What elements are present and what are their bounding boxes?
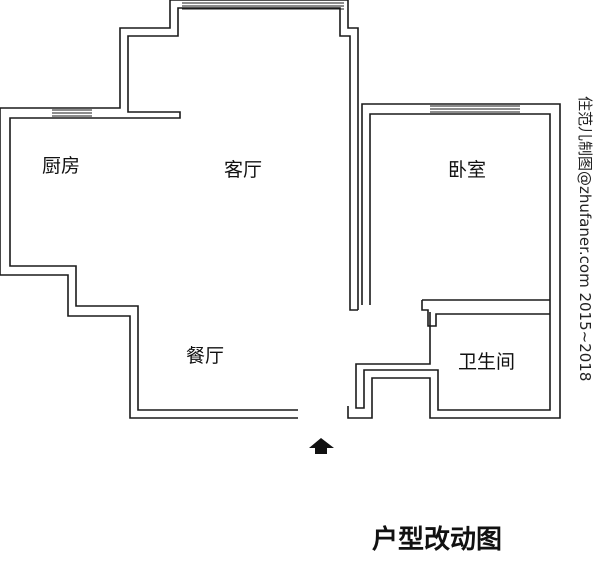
living-room-window [182,2,344,10]
dining-room-label: 餐厅 [186,345,224,367]
right-unit-walls [347,103,561,419]
kitchen-label: 厨房 [42,155,80,177]
watermark-text: 住范儿制图@zhufaner.com 2015~2018 [576,96,594,381]
living-room-label: 客厅 [224,159,262,181]
kitchen-window [52,109,92,117]
bedroom-window [430,105,520,113]
diagram-caption: 户型改动图 [372,524,502,555]
bedroom-label: 卧室 [448,159,486,181]
entrance-arrow-icon [309,438,334,454]
bathroom-label: 卫生间 [458,351,515,373]
bathroom-partition [421,299,550,327]
main-unit-walls [0,0,359,419]
